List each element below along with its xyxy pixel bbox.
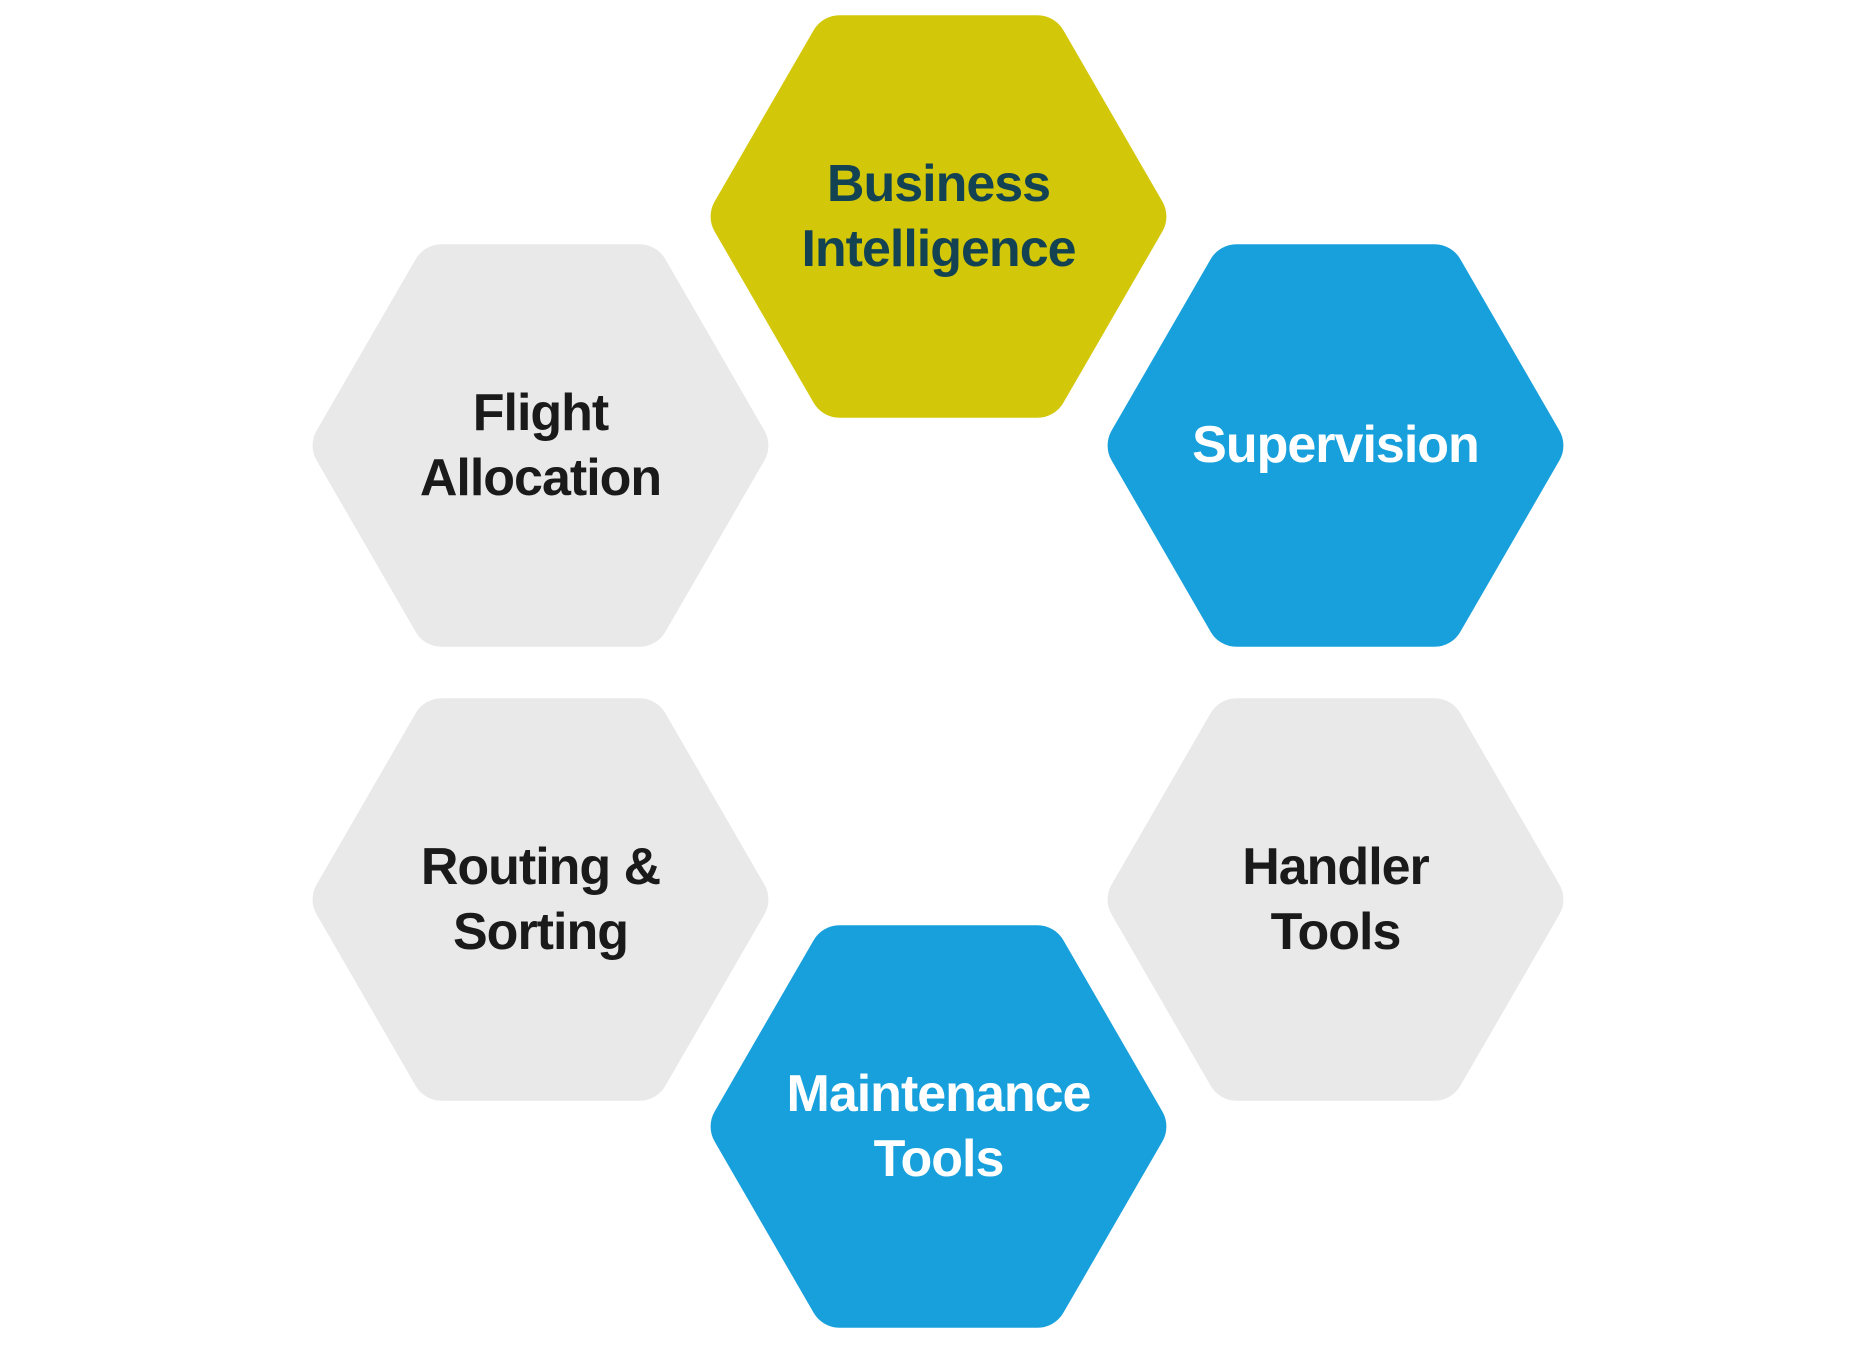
label-line: Flight [472,383,610,442]
hexagon-shape [312,698,769,1101]
label-line: Intelligence [801,219,1076,278]
label-line: Maintenance [786,1064,1092,1123]
label-line: Tools [873,1129,1005,1188]
label-line: Supervision [1192,416,1480,474]
hexagon-label: Routing & Sorting [308,698,773,1101]
hexagon-shape [312,244,769,647]
hexagon-maintenance-tools: Maintenance Tools [706,925,1171,1328]
hexagon-shape [710,925,1167,1328]
hexagon-flight-allocation: Flight Allocation [308,244,773,647]
label-line: Business [826,154,1051,213]
label-line: Handler [1242,837,1430,896]
label-line: Allocation [419,448,662,507]
hexagon-label: Business Intelligence [706,15,1171,418]
hexagon-shape [1107,244,1564,647]
label-line: Sorting [453,902,629,961]
hexagon-label: Supervision [1103,244,1568,647]
hexagon-handler-tools: Handler Tools [1103,698,1568,1101]
label-line: Tools [1270,902,1402,961]
hexagon-label: Flight Allocation [308,244,773,647]
hexagon-supervision: Supervision [1103,244,1568,647]
hexagon-business-intelligence: Business Intelligence [706,15,1171,418]
hexagon-shape [710,15,1167,418]
hexagon-label: Maintenance Tools [706,925,1171,1328]
label-line: Routing & [420,837,661,896]
hexagon-label: Handler Tools [1103,698,1568,1101]
hexagon-routing-sorting: Routing & Sorting [308,698,773,1101]
hexagon-shape [1107,698,1564,1101]
